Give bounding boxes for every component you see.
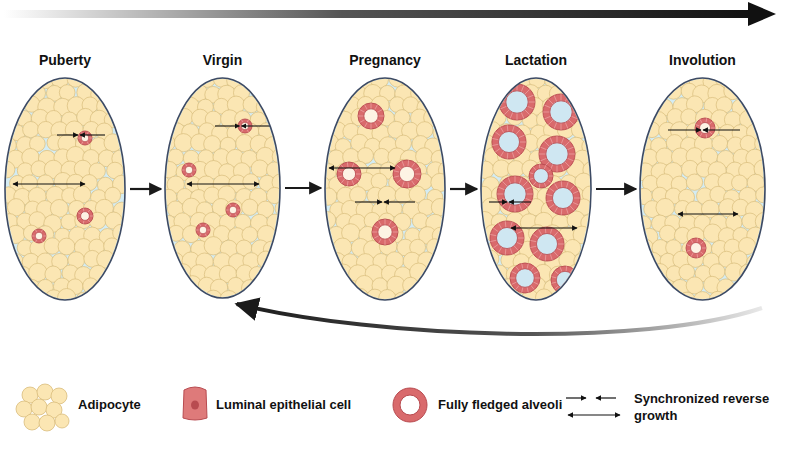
legend-label: Luminal epithelial cell <box>216 396 391 413</box>
legend-label: Fully fledged alveoli <box>438 396 598 413</box>
gland-illustration <box>323 76 447 302</box>
stage-arrow <box>237 304 762 334</box>
stage-gland: Pregnancy <box>325 52 445 300</box>
adipocyte-icon <box>16 384 69 431</box>
stage-label: Involution <box>669 52 736 68</box>
gland-illustration <box>479 76 593 302</box>
stage-gland: Virgin <box>165 52 280 298</box>
timeline-arrow <box>4 2 776 26</box>
gland-illustration <box>638 76 767 302</box>
gland-illustration <box>163 76 282 300</box>
legend-label: Synchronized reverse growth <box>634 390 784 424</box>
stage-label: Lactation <box>505 52 567 68</box>
stage-gland: Lactation <box>481 52 591 300</box>
stage-arrow <box>285 187 321 189</box>
stage-arrow <box>130 188 161 190</box>
luminal-cell-icon <box>183 387 207 420</box>
gland-illustration <box>3 76 127 302</box>
stage-arrow <box>596 188 636 190</box>
alveolus-icon <box>393 388 427 422</box>
stage-gland: Involution <box>640 52 765 300</box>
stage-label: Virgin <box>203 52 242 68</box>
stage-label: Pregnancy <box>349 52 421 68</box>
stage-arrow <box>450 188 477 190</box>
legend-label: Adipocyte <box>78 396 178 413</box>
reverse-growth-icon <box>566 398 620 415</box>
stage-label: Puberty <box>39 52 91 68</box>
stage-gland: Puberty <box>5 52 125 300</box>
